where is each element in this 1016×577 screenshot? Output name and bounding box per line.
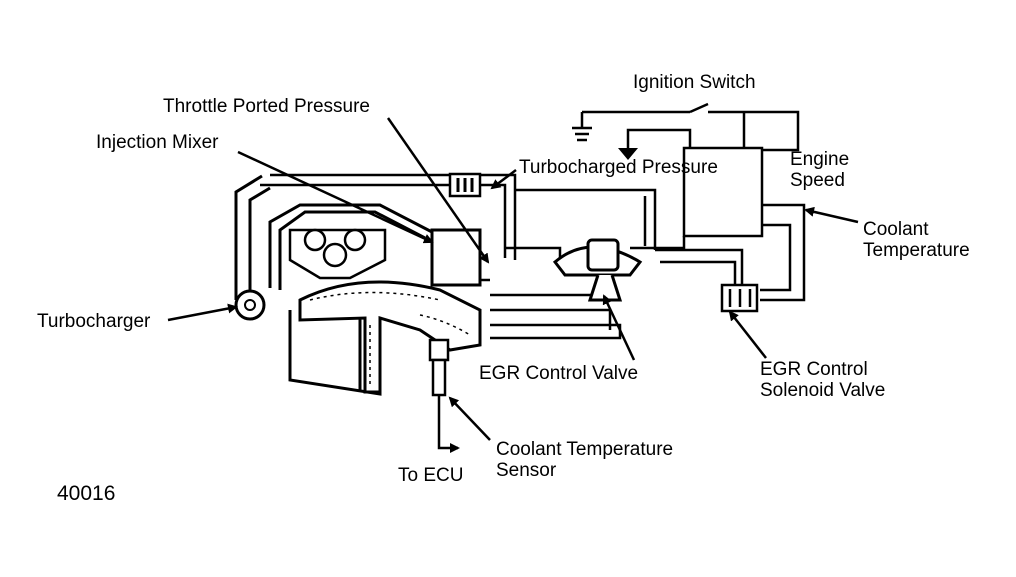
ground-symbol — [618, 148, 638, 160]
egr-valve-body — [552, 238, 643, 302]
coolant-sensor — [428, 338, 450, 430]
leader-lines — [167, 117, 859, 453]
ecu-box — [682, 146, 764, 238]
leader-egr-valve — [602, 294, 636, 361]
label-injection-mixer: Injection Mixer — [96, 132, 219, 153]
leader-turbocharger — [167, 303, 238, 322]
leader-turbo-pressure — [490, 169, 517, 190]
label-coolant-temperature-sensor: Coolant Temperature Sensor — [496, 439, 674, 481]
cylinder-head — [288, 228, 387, 280]
engine-outline — [234, 174, 433, 396]
label-throttle-ported-pressure: Throttle Ported Pressure — [163, 96, 370, 117]
figure-number: 40016 — [57, 482, 116, 505]
leader-injection-mixer — [237, 150, 434, 244]
leader-coolant-temp — [804, 206, 859, 224]
label-engine-speed: Engine Speed — [790, 149, 850, 191]
turbocharger-pivot — [234, 289, 266, 321]
leader-to-ecu — [437, 430, 460, 453]
label-turbocharger: Turbocharger — [37, 311, 151, 332]
leader-throttle — [386, 117, 490, 264]
leader-egr-solenoid — [728, 310, 767, 359]
label-coolant-temperature: Coolant Temperature — [863, 219, 970, 261]
ignition-circuit — [572, 102, 800, 152]
leader-coolant-sensor — [448, 396, 491, 441]
coolant-passage — [298, 280, 482, 394]
label-egr-control-valve: EGR Control Valve — [479, 363, 639, 384]
label-turbocharged-pressure: Turbocharged Pressure — [519, 157, 718, 178]
label-egr-control-solenoid-valve: EGR Control Solenoid Valve — [760, 359, 886, 401]
label-to-ecu: To ECU — [398, 465, 464, 486]
egr-solenoid-body — [720, 283, 759, 313]
label-ignition-switch: Ignition Switch — [633, 72, 756, 93]
